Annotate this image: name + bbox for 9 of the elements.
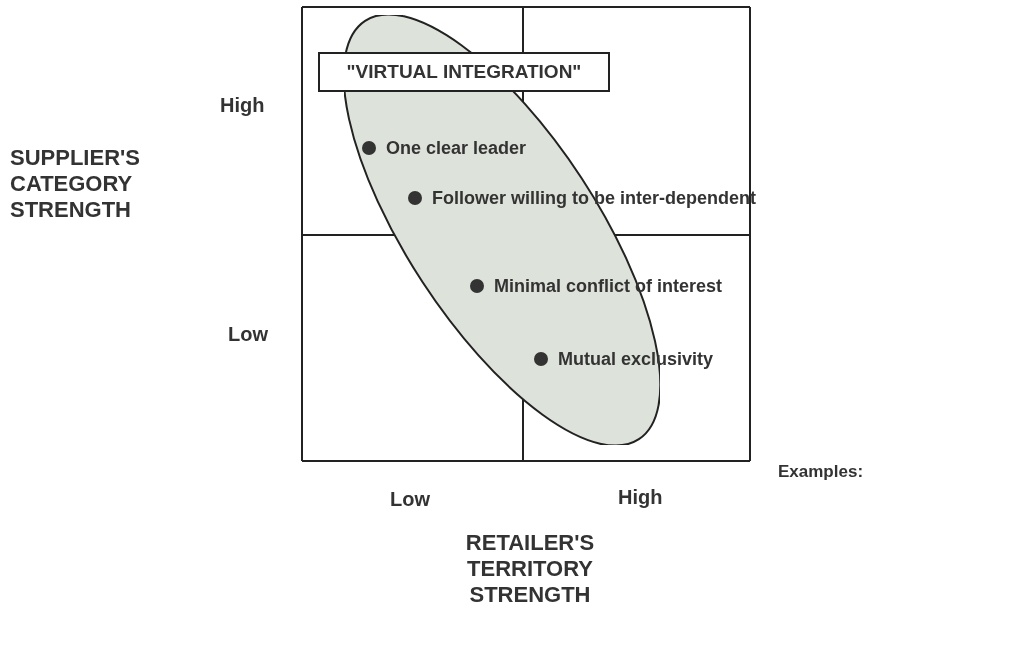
bullet-item: One clear leader xyxy=(362,138,527,159)
legend-heading: Examples: xyxy=(778,462,864,482)
axis-title: SUPPLIER'S CATEGORY STRENGTH xyxy=(10,145,141,223)
axis-tick-label: Low xyxy=(228,323,268,346)
axis-tick-label: Low xyxy=(390,488,430,511)
axis-tick-label: High xyxy=(618,486,663,509)
axis-title: RETAILER'S TERRITORY STRENGTH xyxy=(464,530,596,608)
axis-tick-label: High xyxy=(220,94,265,117)
title-box: "VIRTUAL INTEGRATION" xyxy=(318,52,610,92)
